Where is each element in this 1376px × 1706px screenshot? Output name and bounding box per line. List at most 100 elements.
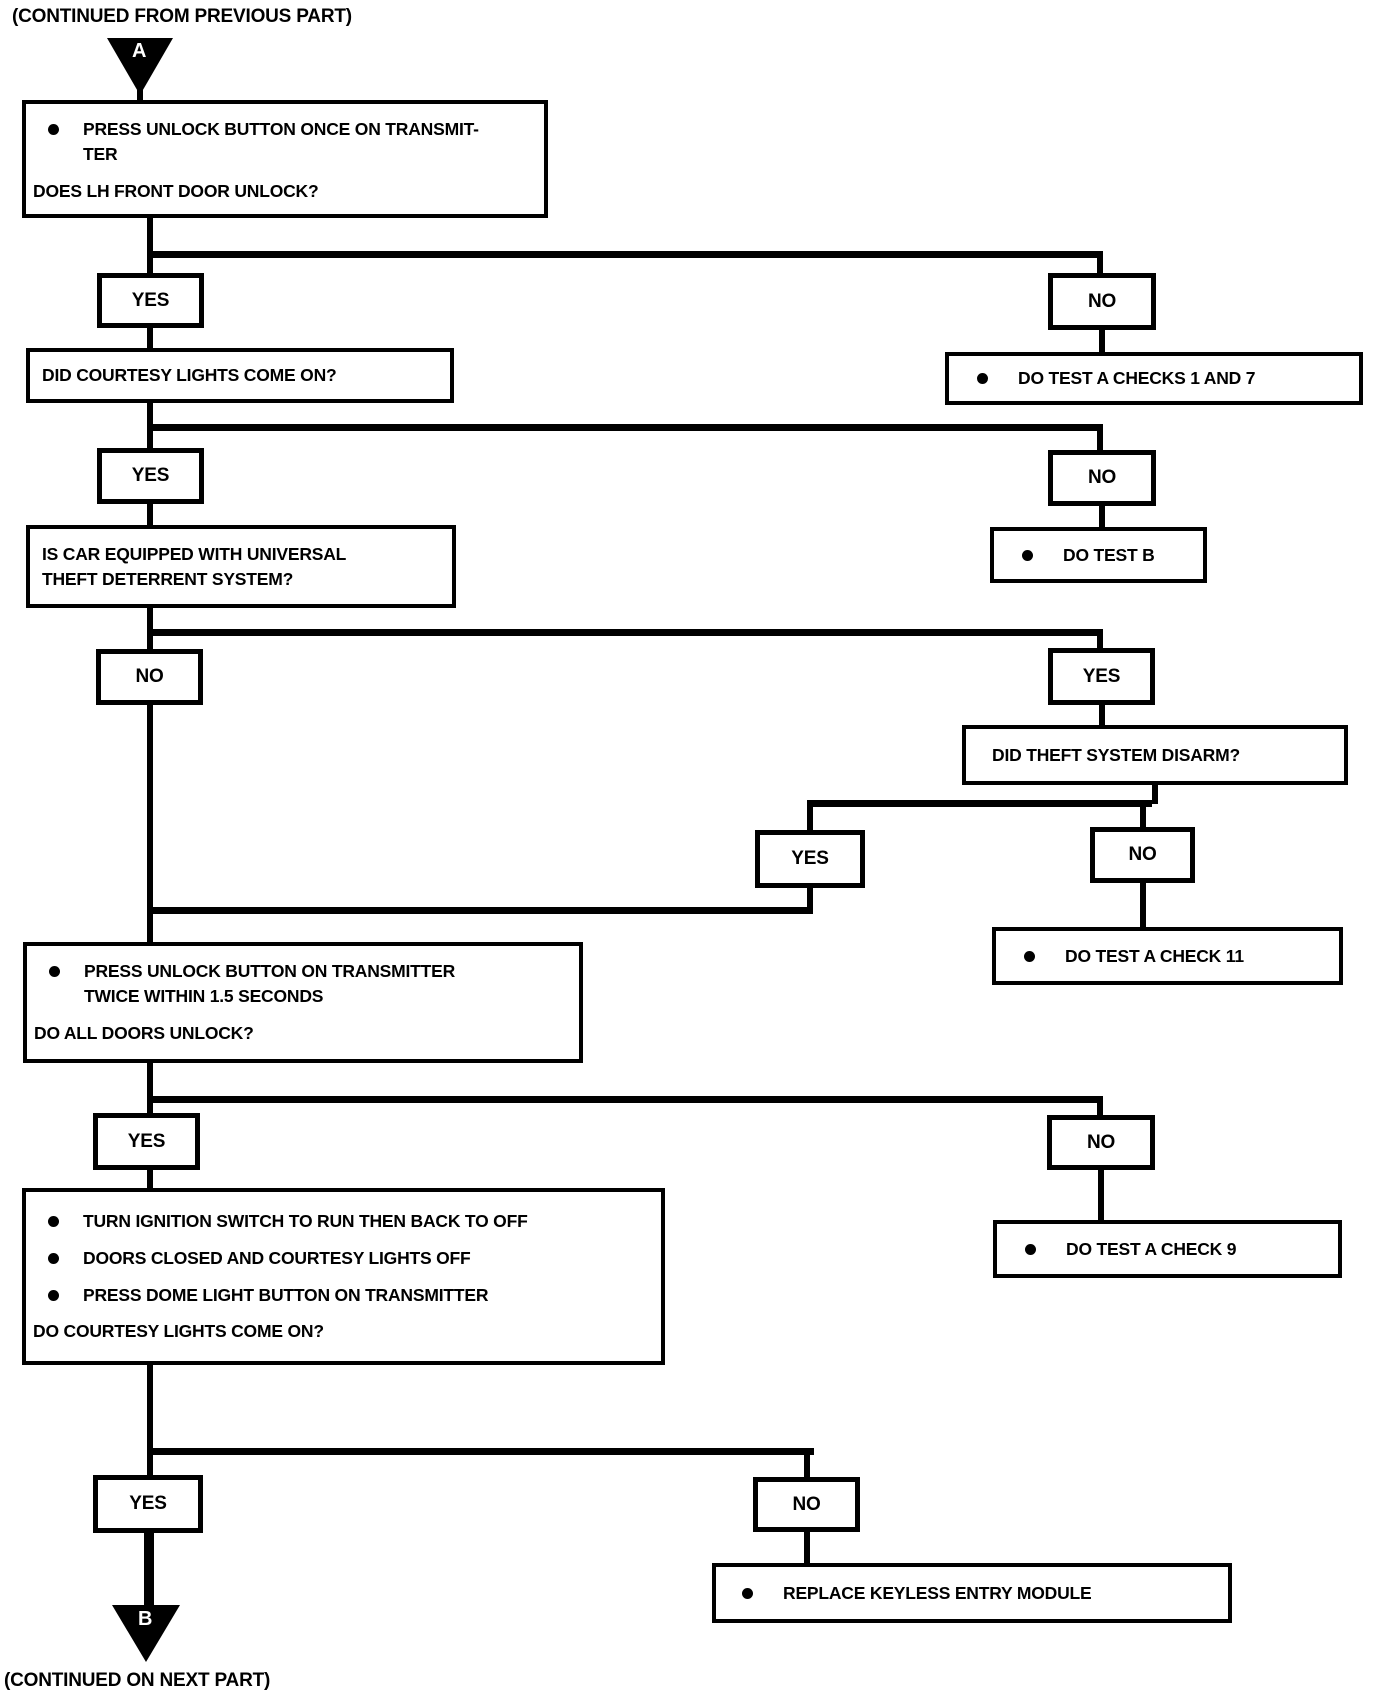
yes-label: YES [127, 1130, 166, 1152]
box-text-line: IS CAR EQUIPPED WITH UNIVERSAL [42, 543, 347, 564]
box-text-line: PRESS UNLOCK BUTTON ON TRANSMITTER [84, 961, 456, 981]
bullet-item: PRESS UNLOCK BUTTON ONCE ON TRANSMIT- [26, 117, 544, 142]
yes-label: YES [129, 1493, 167, 1514]
question-line: DO ALL DOORS UNLOCK? [27, 1021, 579, 1046]
connector-line [147, 1096, 1103, 1103]
bullet-item: PRESS UNLOCK BUTTON ON TRANSMITTER [27, 959, 579, 984]
connector-line [147, 218, 153, 273]
bullet-icon [1025, 1243, 1036, 1255]
branch-label-no: NO [1048, 273, 1156, 330]
bullet-item: TURN IGNITION SWITCH TO RUN THEN BACK TO… [26, 1209, 661, 1234]
no-label: NO [1087, 467, 1117, 488]
bullet-item: PRESS DOME LIGHT BUTTON ON TRANSMITTER [26, 1283, 661, 1308]
branch-label-yes: YES [1048, 648, 1155, 705]
no-label: NO [1128, 844, 1157, 865]
bullet-item: DOORS CLOSED AND COURTESY LIGHTS OFF [26, 1246, 661, 1271]
box-text-line: PRESS DOME LIGHT BUTTON ON TRANSMITTER [83, 1285, 489, 1305]
box-text-line: DO TEST A CHECK 9 [1066, 1238, 1237, 1259]
bullet-icon [48, 124, 59, 135]
off-page-connector-a-label: A [132, 40, 147, 62]
branch-label-yes: YES [97, 448, 204, 504]
bullet-icon [49, 966, 60, 977]
node-replace-keyless-entry-module: REPLACE KEYLESS ENTRY MODULE [712, 1563, 1232, 1623]
node-do-test-b: DO TEST B [990, 527, 1207, 583]
node-do-test-a-check-11: DO TEST A CHECK 11 [992, 927, 1343, 985]
connector-line [1098, 1170, 1104, 1222]
box-text-line: THEFT DETERRENT SYSTEM? [42, 568, 294, 589]
box-text-line: DID THEFT SYSTEM DISARM? [992, 744, 1240, 765]
connector-line [147, 1063, 153, 1115]
connector-line [807, 800, 1152, 807]
bullet-icon [48, 1253, 59, 1264]
continued-on-next-caption: (CONTINUED ON NEXT PART) [4, 1670, 271, 1691]
connector-line [147, 424, 1103, 431]
yes-label: YES [131, 289, 170, 311]
question-line: DO COURTESY LIGHTS COME ON? [26, 1319, 661, 1344]
connector-line [807, 888, 813, 914]
box-text-line: DO TEST A CHECK 11 [1065, 945, 1244, 966]
off-page-connector-a-triangle-icon [107, 38, 173, 95]
node-press-unlock-once: PRESS UNLOCK BUTTON ONCE ON TRANSMIT- TE… [22, 100, 548, 218]
box-text-line: DOES LH FRONT DOOR UNLOCK? [33, 181, 319, 201]
branch-label-yes: YES [97, 273, 204, 328]
bullet-icon [1024, 950, 1035, 962]
bullet-icon [48, 1290, 59, 1301]
box-text-line: PRESS UNLOCK BUTTON ONCE ON TRANSMIT- [83, 119, 479, 139]
connector-line [1140, 800, 1146, 829]
bullet-icon [977, 373, 988, 384]
connector-line [147, 251, 1103, 258]
connector-line [1099, 330, 1105, 354]
connector-line [804, 1448, 810, 1479]
bullet-item-continuation: TER [26, 142, 544, 167]
connector-line [1099, 705, 1105, 727]
branch-label-no: NO [753, 1477, 860, 1532]
question-line: DOES LH FRONT DOOR UNLOCK? [26, 179, 544, 204]
connector-line [804, 1532, 810, 1565]
branch-label-no: NO [1048, 450, 1156, 506]
node-do-test-a-checks-1-and-7: DO TEST A CHECKS 1 AND 7 [945, 352, 1363, 405]
connector-line [147, 907, 813, 914]
connector-line [1152, 785, 1158, 804]
connector-line [144, 1533, 154, 1609]
box-text-line: TWICE WITHIN 1.5 SECONDS [84, 986, 324, 1006]
continued-from-previous-caption: (CONTINUED FROM PREVIOUS PART) [12, 6, 352, 27]
yes-label: YES [131, 465, 170, 486]
node-ignition-dome-light: TURN IGNITION SWITCH TO RUN THEN BACK TO… [22, 1188, 665, 1365]
connector-line [147, 1365, 153, 1477]
branch-label-no: NO [1090, 827, 1195, 883]
box-text-line: DO TEST A CHECKS 1 AND 7 [1018, 368, 1256, 388]
connector-line [147, 1170, 153, 1190]
off-page-connector-b-label: B [138, 1608, 153, 1630]
connector-line [1097, 1096, 1103, 1117]
box-text-line: DO COURTESY LIGHTS COME ON? [33, 1321, 324, 1341]
node-universal-theft-question: IS CAR EQUIPPED WITH UNIVERSAL THEFT DET… [26, 525, 456, 608]
bullet-icon [742, 1587, 753, 1599]
connector-line [147, 629, 1103, 636]
branch-label-yes: YES [93, 1113, 200, 1170]
connector-line [147, 705, 153, 944]
bullet-icon [1022, 549, 1033, 561]
connector-line [807, 800, 813, 832]
box-text-line: DO TEST B [1063, 544, 1155, 565]
node-press-unlock-twice: PRESS UNLOCK BUTTON ON TRANSMITTER TWICE… [23, 942, 583, 1063]
connector-line [137, 90, 143, 102]
no-label: NO [792, 1493, 821, 1515]
yes-label: YES [791, 848, 829, 869]
box-text-line: DO ALL DOORS UNLOCK? [34, 1023, 254, 1043]
node-courtesy-lights-question: DID COURTESY LIGHTS COME ON? [26, 348, 454, 403]
connector-line [147, 1448, 814, 1455]
connector-line [1099, 506, 1105, 529]
box-text-line: DID COURTESY LIGHTS COME ON? [42, 365, 337, 385]
connector-line [1097, 424, 1103, 452]
node-do-test-a-check-9: DO TEST A CHECK 9 [993, 1220, 1342, 1278]
branch-label-no: NO [96, 649, 203, 705]
box-text-line: DOORS CLOSED AND COURTESY LIGHTS OFF [83, 1248, 471, 1268]
off-page-connector-b-triangle-icon [112, 1605, 180, 1662]
branch-label-yes: YES [93, 1475, 203, 1533]
yes-label: YES [1082, 665, 1121, 687]
connector-line [147, 504, 153, 527]
connector-line [1097, 629, 1103, 650]
bullet-item-continuation: TWICE WITHIN 1.5 SECONDS [27, 984, 579, 1009]
connector-line [147, 328, 153, 350]
